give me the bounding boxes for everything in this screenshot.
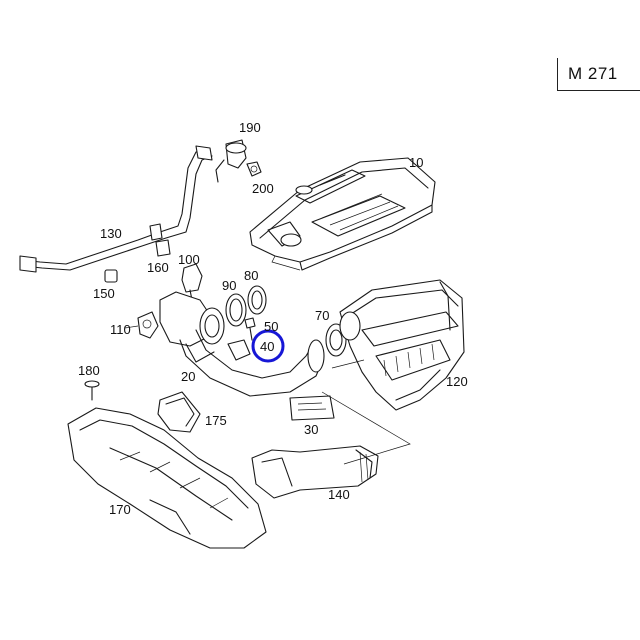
bracket-110-drawing[interactable]: [137, 311, 159, 339]
part-label-30[interactable]: 30: [304, 422, 318, 437]
clip-200-drawing[interactable]: [246, 161, 262, 177]
plug-150-drawing[interactable]: [104, 269, 118, 283]
part-label-120[interactable]: 120: [446, 374, 468, 389]
breather-pipe-drawing[interactable]: [19, 145, 213, 273]
part-label-100[interactable]: 100: [178, 252, 200, 267]
part-label-40[interactable]: 40: [260, 339, 274, 354]
ring-80-drawing[interactable]: [247, 285, 267, 315]
part-175-drawing[interactable]: [157, 391, 201, 433]
intake-duct-20-drawing[interactable]: [159, 291, 325, 397]
part-label-90[interactable]: 90: [222, 278, 236, 293]
part-label-170[interactable]: 170: [109, 502, 131, 517]
highlight-circle-40: [251, 329, 285, 363]
part-label-150[interactable]: 150: [93, 286, 115, 301]
label-plate-30-drawing[interactable]: [289, 395, 335, 421]
part-label-180[interactable]: 180: [78, 363, 100, 378]
engine-code: M 271: [568, 64, 618, 83]
part-label-190[interactable]: 190: [239, 120, 261, 135]
sensor-100-drawing[interactable]: [181, 263, 203, 301]
part-label-80[interactable]: 80: [244, 268, 258, 283]
air-filter-element-140-drawing[interactable]: [251, 445, 379, 499]
part-label-50[interactable]: 50: [264, 319, 278, 334]
part-label-160[interactable]: 160: [147, 260, 169, 275]
engine-cover-drawing[interactable]: [249, 157, 436, 271]
part-labels: 10 20 30 40 50 70 80 90 100 110 120 130 …: [78, 120, 468, 517]
part-label-10[interactable]: 10: [409, 155, 423, 170]
part-label-200[interactable]: 200: [252, 181, 274, 196]
bolt-50-drawing[interactable]: [244, 317, 256, 341]
clip-160-drawing[interactable]: [155, 239, 171, 257]
seal-90-drawing[interactable]: [225, 293, 247, 327]
underbody-panel-170-drawing[interactable]: [67, 407, 267, 549]
leader-lines: [124, 325, 411, 465]
part-label-175[interactable]: 175: [205, 413, 227, 428]
part-label-140[interactable]: 140: [328, 487, 350, 502]
screw-180-drawing[interactable]: [84, 380, 100, 401]
part-label-130[interactable]: 130: [100, 226, 122, 241]
part-label-70[interactable]: 70: [315, 308, 329, 323]
engine-code-badge: M 271: [557, 58, 640, 91]
part-label-110[interactable]: 110: [110, 322, 131, 337]
part-label-20[interactable]: 20: [181, 369, 195, 384]
valve-190-drawing[interactable]: [215, 139, 247, 183]
air-filter-housing-120-drawing[interactable]: [339, 279, 465, 411]
